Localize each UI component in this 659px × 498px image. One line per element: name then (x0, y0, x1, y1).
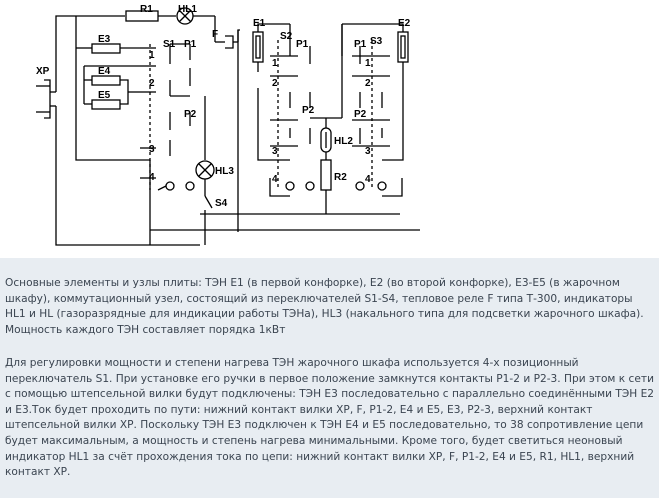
label-hl2: HL2 (334, 136, 353, 147)
circuit-diagram: R1 HL1 XP E3 E4 E5 S1 P1 F E1 S2 P1 P1 S… (36, 4, 420, 246)
label-p2-a: P2 (184, 109, 197, 120)
description-block: Основные элементы и узлы плиты: ТЭН Е1 (… (0, 258, 659, 498)
label-pos2-s1: 2 (149, 78, 155, 89)
switch-s1 (140, 44, 191, 190)
label-p2-c: P2 (354, 109, 367, 120)
label-pos1-s3: 1 (365, 58, 371, 69)
label-pos4-s3: 4 (365, 174, 371, 185)
label-pos4-s2: 4 (272, 174, 278, 185)
label-pos3-s3: 3 (365, 146, 371, 157)
label-s4: S4 (215, 198, 228, 209)
switch-s3 (341, 24, 390, 190)
label-e3: E3 (98, 34, 111, 45)
label-hl3: HL3 (215, 166, 234, 177)
label-e1: E1 (253, 18, 266, 29)
heater-e1 (252, 31, 264, 63)
label-pos1-s2: 1 (272, 58, 278, 69)
label-e2: E2 (398, 18, 411, 29)
description-paragraph-2: Для регулировки мощности и степени нагре… (5, 357, 655, 479)
label-r2: R2 (334, 172, 347, 183)
label-xp: XP (36, 66, 50, 77)
heater-e3 (91, 43, 121, 54)
label-r1: R1 (140, 4, 153, 15)
label-pos4-s1: 4 (149, 172, 155, 183)
thermal-relay-f (215, 35, 239, 49)
label-s2: S2 (280, 31, 293, 42)
label-p2-b: P2 (302, 105, 315, 116)
label-e4: E4 (98, 66, 111, 77)
plug-xp (36, 79, 56, 119)
label-p1-c: P1 (354, 39, 367, 50)
label-pos1-s1: 1 (149, 50, 155, 61)
label-pos3-s2: 3 (272, 146, 278, 157)
label-f: F (212, 29, 218, 40)
label-pos3-s1: 3 (149, 144, 155, 155)
label-p1-b: P1 (296, 39, 309, 50)
label-s1: S1 (163, 39, 176, 50)
resistor-r2 (320, 159, 332, 191)
switch-s2 (270, 24, 311, 190)
label-hl1: HL1 (178, 4, 197, 15)
switch-s4 (204, 195, 213, 245)
label-s3: S3 (370, 36, 383, 47)
label-e5: E5 (98, 90, 111, 101)
heater-e4 (91, 75, 121, 86)
heater-e2 (397, 31, 409, 63)
description-paragraph-1: Основные элементы и узлы плиты: ТЭН Е1 (… (5, 277, 644, 336)
label-pos2-s3: 2 (365, 78, 371, 89)
label-p1-a: P1 (184, 39, 197, 50)
lamp-hl2 (320, 127, 332, 153)
heater-e5 (91, 99, 121, 110)
label-pos2-s2: 2 (272, 78, 278, 89)
